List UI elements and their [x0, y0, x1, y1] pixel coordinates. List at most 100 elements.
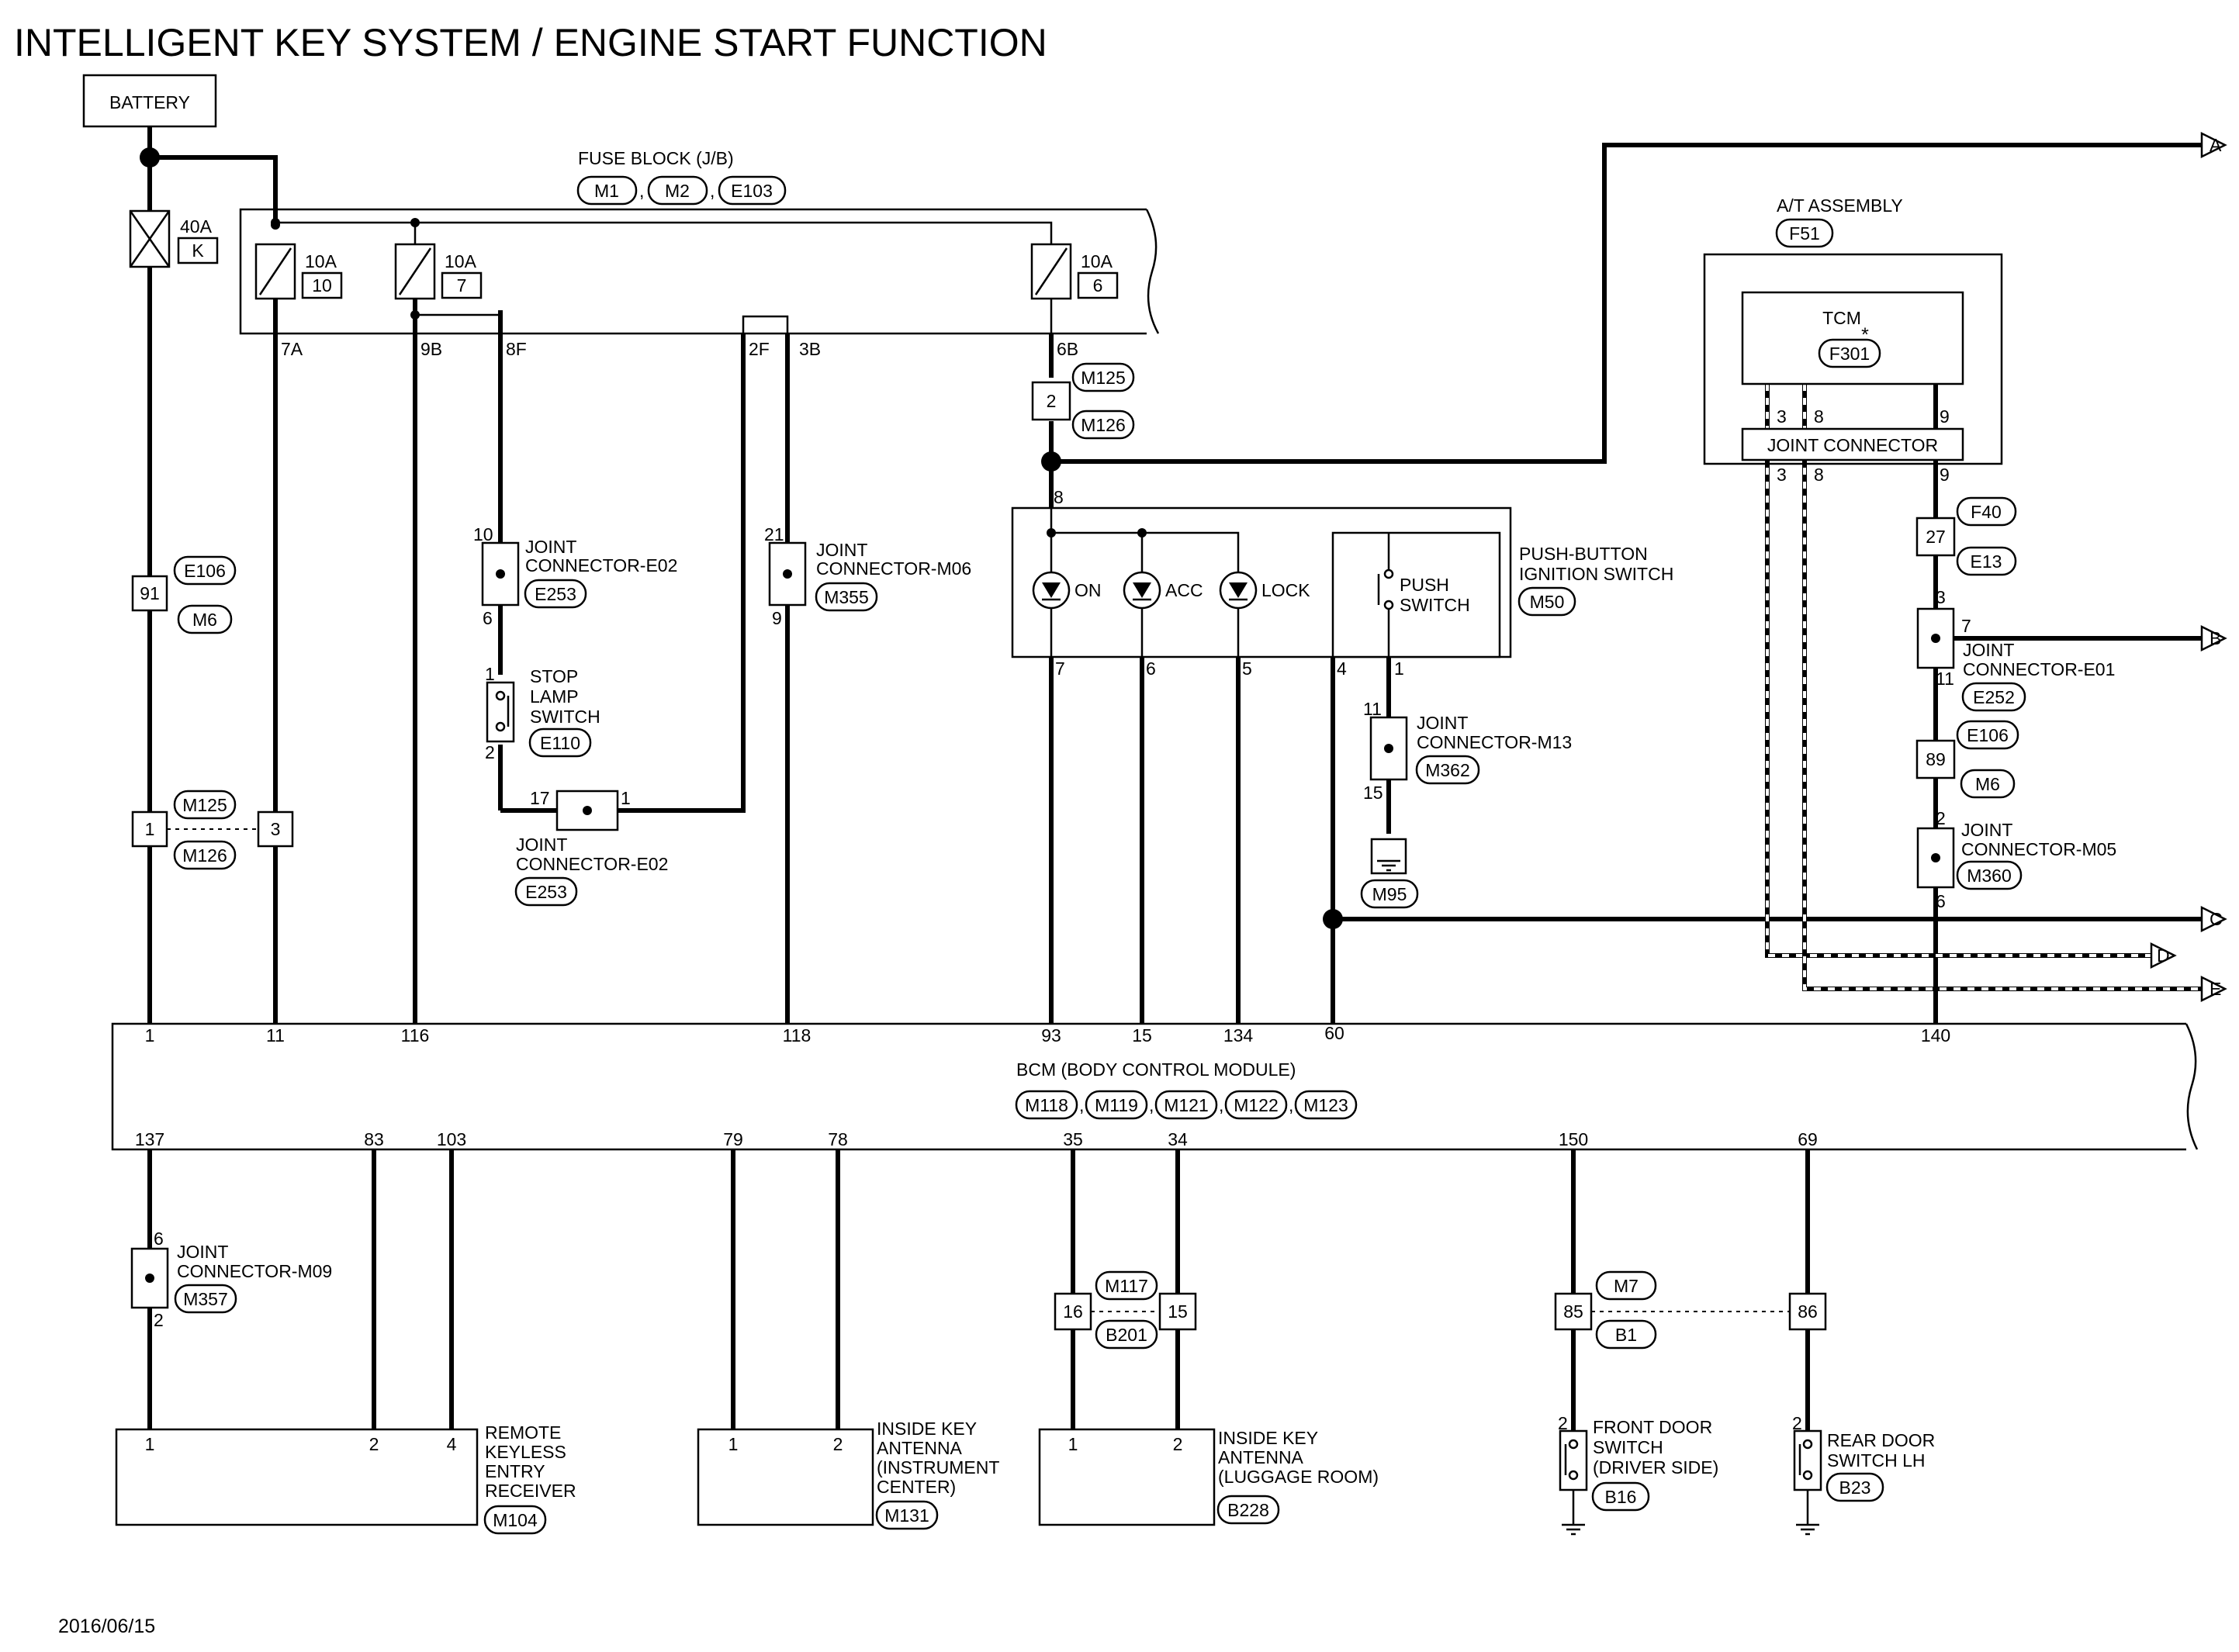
svg-text:10: 10	[312, 275, 332, 295]
svg-text:SWITCH: SWITCH	[1400, 595, 1470, 615]
svg-text:F40: F40	[1971, 502, 2002, 522]
at-assembly: A/T ASSEMBLY F51 TCM * F301 JOINT CONNEC…	[1703, 195, 2003, 485]
svg-text:8: 8	[1054, 487, 1064, 507]
front-door-switch: 2 FRONT DOOR SWITCH (DRIVER SIDE) B16	[1558, 1413, 1718, 1536]
svg-text:CONNECTOR-M13: CONNECTOR-M13	[1417, 732, 1572, 752]
svg-text:35: 35	[1063, 1129, 1083, 1149]
svg-text:89: 89	[1926, 749, 1946, 769]
svg-text:JOINT: JOINT	[177, 1242, 228, 1262]
svg-text:E106: E106	[1967, 725, 2009, 745]
svg-text:2: 2	[1173, 1434, 1183, 1454]
svg-text:KEYLESS: KEYLESS	[485, 1442, 566, 1462]
svg-text:15: 15	[1168, 1301, 1188, 1322]
inside-key-antenna-instrument: 1 2 INSIDE KEY ANTENNA (INSTRUMENT CENTE…	[697, 1419, 999, 1530]
svg-text:15: 15	[1363, 783, 1383, 803]
svg-text:INSIDE KEY: INSIDE KEY	[1218, 1428, 1318, 1448]
svg-text:3B: 3B	[799, 339, 821, 359]
svg-text:,: ,	[1289, 1095, 1293, 1115]
svg-text:6: 6	[1093, 275, 1103, 295]
svg-text:,: ,	[639, 181, 644, 201]
svg-text:JOINT: JOINT	[1961, 820, 2012, 840]
svg-text:79: 79	[723, 1129, 743, 1149]
arrow-d: D	[2150, 942, 2177, 969]
svg-text:E106: E106	[184, 561, 226, 581]
joint-connector-m05: 2 6 JOINT CONNECTOR-M05 M360	[1916, 808, 2116, 911]
svg-text:1: 1	[728, 1434, 739, 1454]
svg-text:B: B	[2210, 628, 2221, 648]
svg-text:86: 86	[1798, 1301, 1818, 1322]
fuse-block: FUSE BLOCK (J/B) M1 , M2 , E103 10A 10	[239, 148, 1160, 359]
svg-text:JOINT CONNECTOR: JOINT CONNECTOR	[1767, 435, 1938, 455]
svg-text:11: 11	[1363, 699, 1382, 719]
svg-text:4: 4	[447, 1434, 457, 1454]
push-button-ignition-switch: ON ACC LOCK PUSH SWITCH 8 7 6 5	[1011, 487, 1673, 679]
svg-text:JOINT: JOINT	[1417, 713, 1468, 733]
inside-key-antenna-luggage: 1 2 INSIDE KEY ANTENNA (LUGGAGE ROOM) B2…	[1038, 1428, 1379, 1526]
battery-box	[82, 74, 217, 128]
svg-text:2: 2	[154, 1310, 164, 1330]
svg-text:M125: M125	[1081, 368, 1126, 388]
arrow-c: C	[2200, 905, 2227, 933]
svg-text:2: 2	[1047, 391, 1057, 411]
joint-connector-e02-lower: 17 1 JOINT CONNECTOR-E02 E253	[514, 788, 668, 907]
svg-text:B16: B16	[1605, 1487, 1637, 1507]
svg-text:C: C	[2210, 909, 2223, 929]
svg-text:E: E	[2210, 979, 2221, 999]
svg-text:JOINT: JOINT	[516, 835, 567, 855]
svg-text:137: 137	[135, 1129, 164, 1149]
svg-text:2: 2	[1792, 1413, 1802, 1433]
svg-text:CONNECTOR-E02: CONNECTOR-E02	[525, 555, 677, 575]
svg-text:7: 7	[1961, 616, 1971, 636]
svg-text:10A: 10A	[1081, 251, 1113, 271]
svg-text:2: 2	[369, 1434, 379, 1454]
svg-text:9: 9	[1940, 406, 1950, 427]
svg-text:M131: M131	[884, 1505, 929, 1526]
svg-text:B23: B23	[1839, 1477, 1871, 1498]
push-switch: PUSH SWITCH	[1331, 531, 1501, 658]
svg-text:CENTER): CENTER)	[877, 1477, 956, 1497]
svg-text:,: ,	[710, 181, 715, 201]
svg-text:FUSE BLOCK (J/B): FUSE BLOCK (J/B)	[578, 148, 734, 168]
svg-text:5: 5	[1242, 658, 1252, 679]
svg-text:1: 1	[1394, 658, 1404, 679]
svg-text:SWITCH LH: SWITCH LH	[1827, 1450, 1926, 1471]
svg-text:3: 3	[1777, 465, 1787, 485]
svg-text:E252: E252	[1973, 687, 2015, 707]
svg-text:1: 1	[145, 819, 155, 839]
fuse-10: 10A 10	[254, 243, 343, 300]
svg-text:6: 6	[154, 1229, 164, 1249]
svg-text:69: 69	[1798, 1129, 1818, 1149]
svg-text:M2: M2	[665, 181, 690, 201]
svg-text:M50: M50	[1530, 592, 1565, 612]
svg-text:10A: 10A	[305, 251, 337, 271]
svg-text:BCM (BODY CONTROL MODULE): BCM (BODY CONTROL MODULE)	[1016, 1059, 1296, 1080]
svg-text:40A: 40A	[180, 216, 213, 237]
arrow-e: E	[2200, 975, 2227, 1003]
svg-text:M125: M125	[182, 795, 227, 815]
svg-text:F51: F51	[1789, 223, 1820, 244]
connector-2: 2 M125 M126	[1031, 362, 1135, 440]
svg-text:M362: M362	[1425, 760, 1470, 780]
svg-text:B228: B228	[1227, 1500, 1269, 1520]
svg-text:10A: 10A	[445, 251, 477, 271]
svg-text:7: 7	[457, 275, 467, 295]
svg-text:M1: M1	[594, 181, 619, 201]
svg-text:D: D	[2157, 945, 2170, 966]
svg-text:M118: M118	[1025, 1095, 1068, 1115]
svg-text:3: 3	[271, 819, 281, 839]
svg-text:1: 1	[145, 1025, 155, 1045]
acc-indicator-icon: ACC	[1123, 571, 1203, 610]
svg-text:JOINT: JOINT	[816, 540, 867, 560]
diagram-title: INTELLIGENT KEY SYSTEM / ENGINE START FU…	[14, 21, 1047, 64]
svg-text:7: 7	[1055, 658, 1065, 679]
svg-text:(INSTRUMENT: (INSTRUMENT	[877, 1457, 999, 1477]
svg-text:1: 1	[1068, 1434, 1078, 1454]
svg-text:CONNECTOR-E01: CONNECTOR-E01	[1963, 659, 2115, 679]
svg-text:11: 11	[1936, 669, 1954, 689]
svg-text:CONNECTOR-M09: CONNECTOR-M09	[177, 1261, 332, 1281]
svg-text:CONNECTOR-E02: CONNECTOR-E02	[516, 854, 668, 874]
svg-text:F301: F301	[1829, 344, 1870, 364]
svg-text:1: 1	[621, 788, 631, 808]
svg-text:118: 118	[783, 1025, 812, 1045]
svg-text:1: 1	[145, 1434, 155, 1454]
